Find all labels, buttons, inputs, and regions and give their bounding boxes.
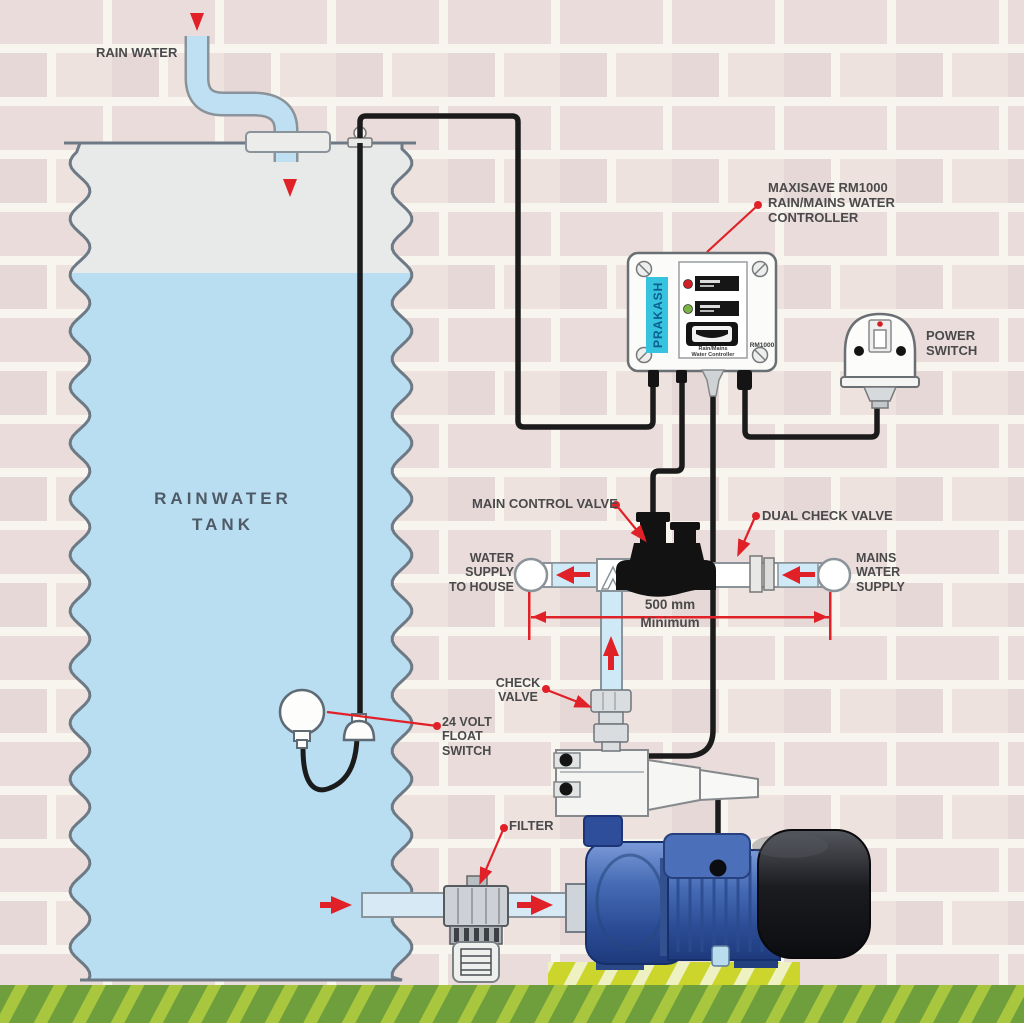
float-weight xyxy=(342,719,376,742)
sensor-cable xyxy=(580,394,716,759)
mains-pipe-cap xyxy=(816,557,852,593)
panel-caption-line1: Rain/Mains xyxy=(698,346,727,352)
controller-connectors xyxy=(648,369,752,397)
rain-led xyxy=(683,304,693,314)
indicator-chip-top xyxy=(695,276,739,291)
check-valve-label: CHECK VALVE xyxy=(495,676,541,705)
outlet-screw-left xyxy=(854,346,864,356)
rainwater-tank-label: RAINWATER TANK xyxy=(154,489,292,535)
main-control-valve-body xyxy=(616,512,716,597)
pressure-controller xyxy=(553,749,759,847)
dual-check-valve-union xyxy=(749,555,763,593)
rain-water-label: RAIN WATER xyxy=(96,45,178,60)
main-control-valve-leader xyxy=(616,505,647,543)
float-switch-assembly xyxy=(278,688,376,793)
power-switch-label: POWER SWITCH xyxy=(926,328,978,358)
check-valve-leader xyxy=(546,688,593,708)
tank-inlet-collar xyxy=(245,131,331,153)
leader-lines xyxy=(326,201,762,886)
pump-cable-entry xyxy=(709,859,727,877)
filter-leader xyxy=(479,829,505,886)
dual-check-valve-leader xyxy=(737,516,757,558)
house-pipe-cap xyxy=(513,557,549,593)
pump-drain-plug xyxy=(711,945,730,967)
ground xyxy=(0,962,1024,1023)
rainwater-tank xyxy=(64,141,416,982)
house-flow-arrow xyxy=(556,566,574,584)
float-switch-leader xyxy=(326,710,438,728)
float-switch-label: 24 VOLT FLOAT SWITCH xyxy=(442,715,492,758)
dual-check-valve-label: DUAL CHECK VALVE xyxy=(762,508,893,523)
pump xyxy=(565,829,871,970)
main-control-valve-label: MAIN CONTROL VALVE xyxy=(472,496,618,511)
filter xyxy=(443,875,509,983)
ground-strip xyxy=(0,985,1024,1023)
power-cable xyxy=(742,370,880,440)
brand-label: PRAKASH xyxy=(651,282,665,348)
controller-label: MAXISAVE RM1000 RAIN/MAINS WATER CONTROL… xyxy=(768,180,895,225)
power-plug xyxy=(862,386,898,402)
outlet-screw-right xyxy=(896,346,906,356)
filter-bowl xyxy=(452,941,500,983)
mains-flow-arrow xyxy=(782,566,800,584)
controller-leader xyxy=(706,205,758,253)
model-label: RM1000 xyxy=(750,342,775,349)
check-valve xyxy=(590,689,632,752)
suction-arrow-tank xyxy=(331,896,352,914)
pump-outlet-fitting xyxy=(583,815,623,847)
power-switch-outlet xyxy=(840,312,920,409)
filter-label: FILTER xyxy=(509,818,554,833)
panel-caption-line2: Water Controller xyxy=(692,352,736,358)
float-ball xyxy=(278,688,326,736)
dimension-500mm xyxy=(528,592,832,640)
branch-up-arrow xyxy=(603,636,619,656)
float-switch-cable xyxy=(357,113,656,430)
indicator-chip-bottom xyxy=(695,301,739,316)
tank-inflow-arrow xyxy=(283,179,297,197)
port-bolt-bottom xyxy=(559,782,573,796)
suction-arrow-pump xyxy=(531,895,553,915)
controller-box: PRAKASH Rain/Mains Water Controller RM10… xyxy=(626,251,778,397)
rain-inlet-pipe xyxy=(184,36,331,162)
water-supply-to-house-label: WATER SUPPLY TO HOUSE xyxy=(448,551,514,594)
mains-water-supply-label: MAINS WATER SUPPLY xyxy=(856,551,905,594)
port-bolt-top xyxy=(559,753,573,767)
corner-screws xyxy=(635,260,769,364)
mains-led xyxy=(683,279,693,289)
brand-band xyxy=(646,277,668,353)
pump-motor xyxy=(757,829,871,959)
pump-terminal-box xyxy=(663,833,751,879)
dimension-label: 500 mm Minimum xyxy=(640,597,700,630)
flow-arrows xyxy=(190,13,815,915)
mains-manifold xyxy=(513,512,852,597)
valve-cable xyxy=(650,370,685,516)
rain-inflow-arrow xyxy=(190,13,204,31)
